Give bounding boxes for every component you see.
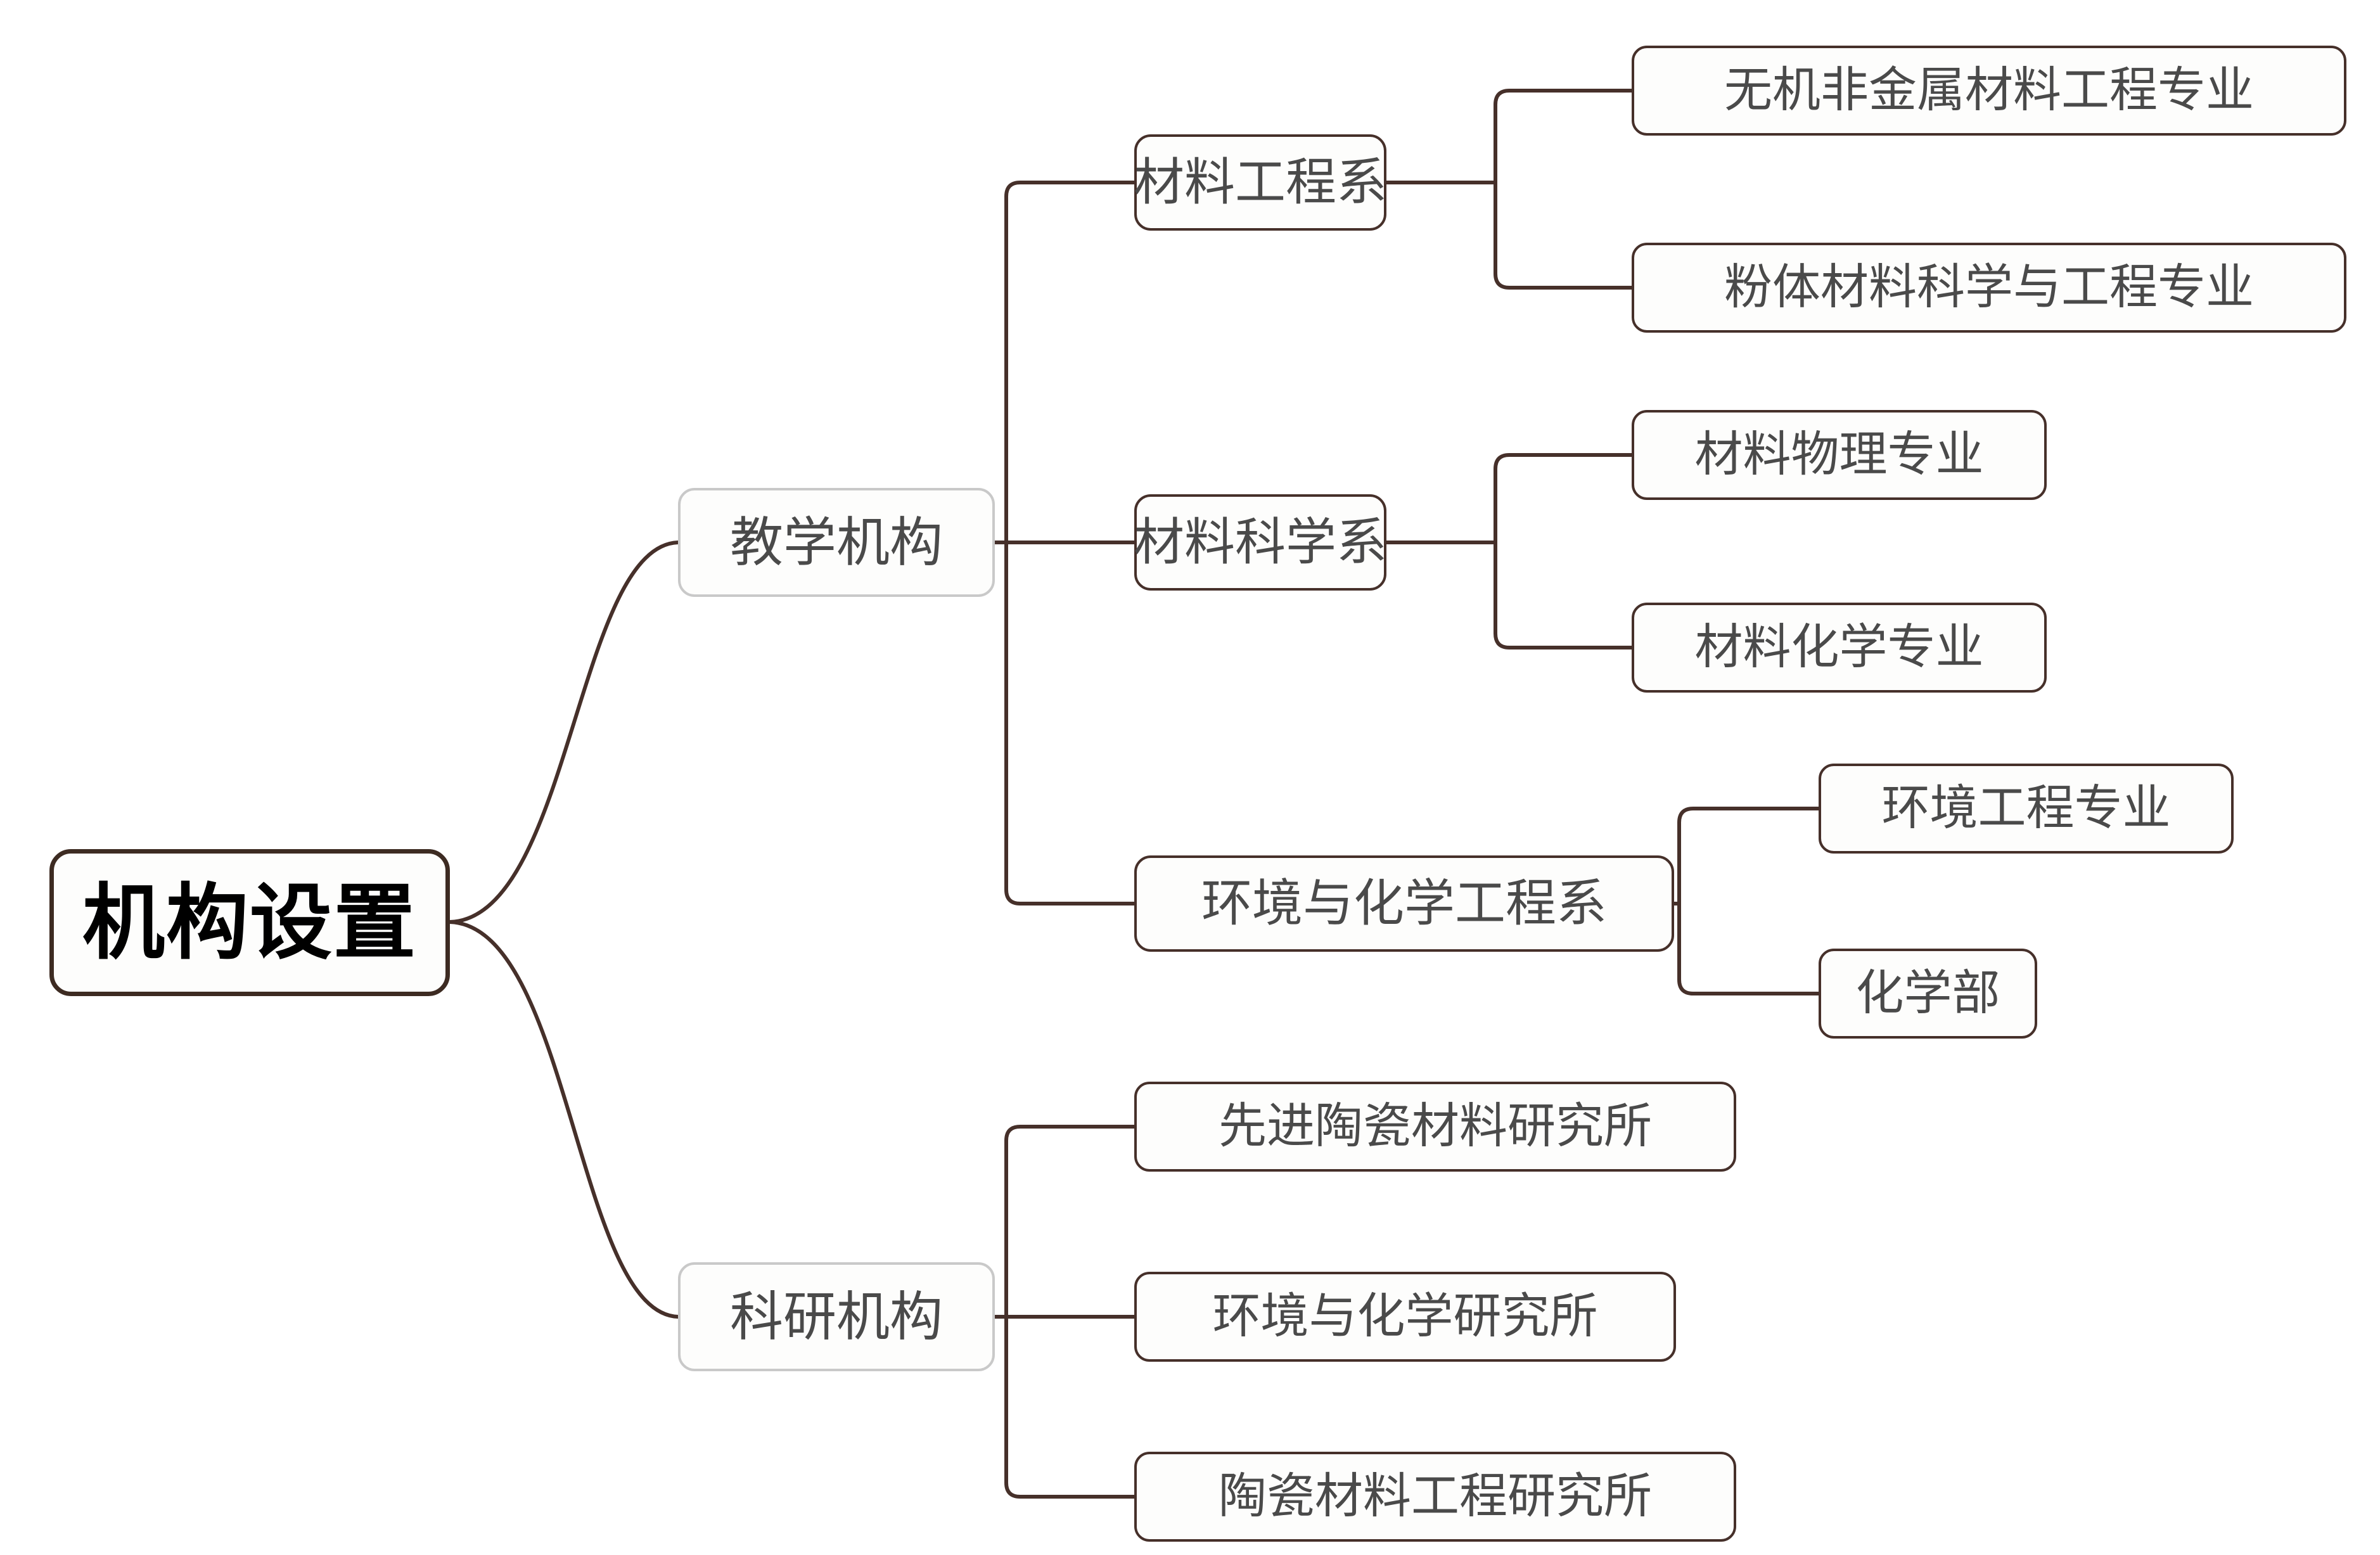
edge-root-to-research (448, 920, 680, 1319)
edge-teaching-to-env-chem-engineering (1004, 541, 1136, 905)
edge-matersci-to-chemistry (1494, 541, 1634, 650)
major-node-materials-chemistry[interactable]: 材料化学专业 (1632, 603, 2047, 693)
branch-node-teaching[interactable]: 教学机构 (678, 488, 995, 597)
major-label-inorganic-nonmetallic: 无机非金属材料工程专业 (1724, 63, 2254, 117)
institute-node-advanced-ceramic-materials[interactable]: 先进陶瓷材料研究所 (1134, 1082, 1736, 1172)
department-node-materials-science[interactable]: 材料科学系 (1134, 494, 1387, 591)
department-label-materials-engineering: 材料工程系 (1134, 154, 1387, 210)
root-node[interactable]: 机构设置 (49, 849, 450, 996)
major-node-environmental-engineering[interactable]: 环境工程专业 (1819, 764, 2234, 854)
edge-matersci-to-physics (1494, 453, 1634, 544)
branch-label-teaching: 教学机构 (729, 513, 943, 572)
department-node-environment-chemical-engineering[interactable]: 环境与化学工程系 (1134, 855, 1674, 952)
edge-teaching-to-materials-engineering (1004, 181, 1136, 544)
edge-research-to-advanced-ceramic (1004, 1125, 1136, 1319)
major-node-materials-physics[interactable]: 材料物理专业 (1632, 410, 2047, 500)
department-label-environment-chemical-engineering: 环境与化学工程系 (1201, 875, 1607, 931)
major-node-powder-materials[interactable]: 粉体材料科学与工程专业 (1632, 243, 2346, 333)
edge-research-to-ceramic-engineering (1004, 1315, 1136, 1499)
institute-label-environment-chemistry: 环境与化学研究所 (1212, 1289, 1598, 1343)
department-label-materials-science: 材料科学系 (1134, 514, 1387, 570)
edge-root-to-teaching (448, 541, 680, 924)
major-node-inorganic-nonmetallic[interactable]: 无机非金属材料工程专业 (1632, 46, 2346, 136)
edge-envchem-to-chemistrydiv (1677, 902, 1820, 995)
institute-node-ceramic-materials-engineering[interactable]: 陶瓷材料工程研究所 (1134, 1452, 1736, 1542)
edge-matereng-to-inorganic (1494, 89, 1634, 184)
major-label-environmental-engineering: 环境工程专业 (1881, 781, 2171, 835)
institute-label-ceramic-materials-engineering: 陶瓷材料工程研究所 (1219, 1469, 1652, 1523)
branch-label-research: 科研机构 (729, 1287, 943, 1347)
major-label-materials-chemistry: 材料化学专业 (1694, 620, 1984, 674)
major-label-powder-materials: 粉体材料科学与工程专业 (1724, 260, 2254, 314)
major-label-materials-physics: 材料物理专业 (1694, 428, 1984, 482)
edge-envchem-to-envengineering (1677, 807, 1820, 905)
institute-label-advanced-ceramic-materials: 先进陶瓷材料研究所 (1219, 1099, 1652, 1153)
major-label-chemistry-division: 化学部 (1855, 966, 2000, 1020)
major-node-chemistry-division[interactable]: 化学部 (1819, 949, 2037, 1039)
institute-node-environment-chemistry[interactable]: 环境与化学研究所 (1134, 1272, 1676, 1362)
branch-node-research[interactable]: 科研机构 (678, 1262, 995, 1371)
edge-matereng-to-powder (1494, 181, 1634, 290)
department-node-materials-engineering[interactable]: 材料工程系 (1134, 134, 1387, 231)
root-node-label: 机构设置 (82, 876, 417, 969)
